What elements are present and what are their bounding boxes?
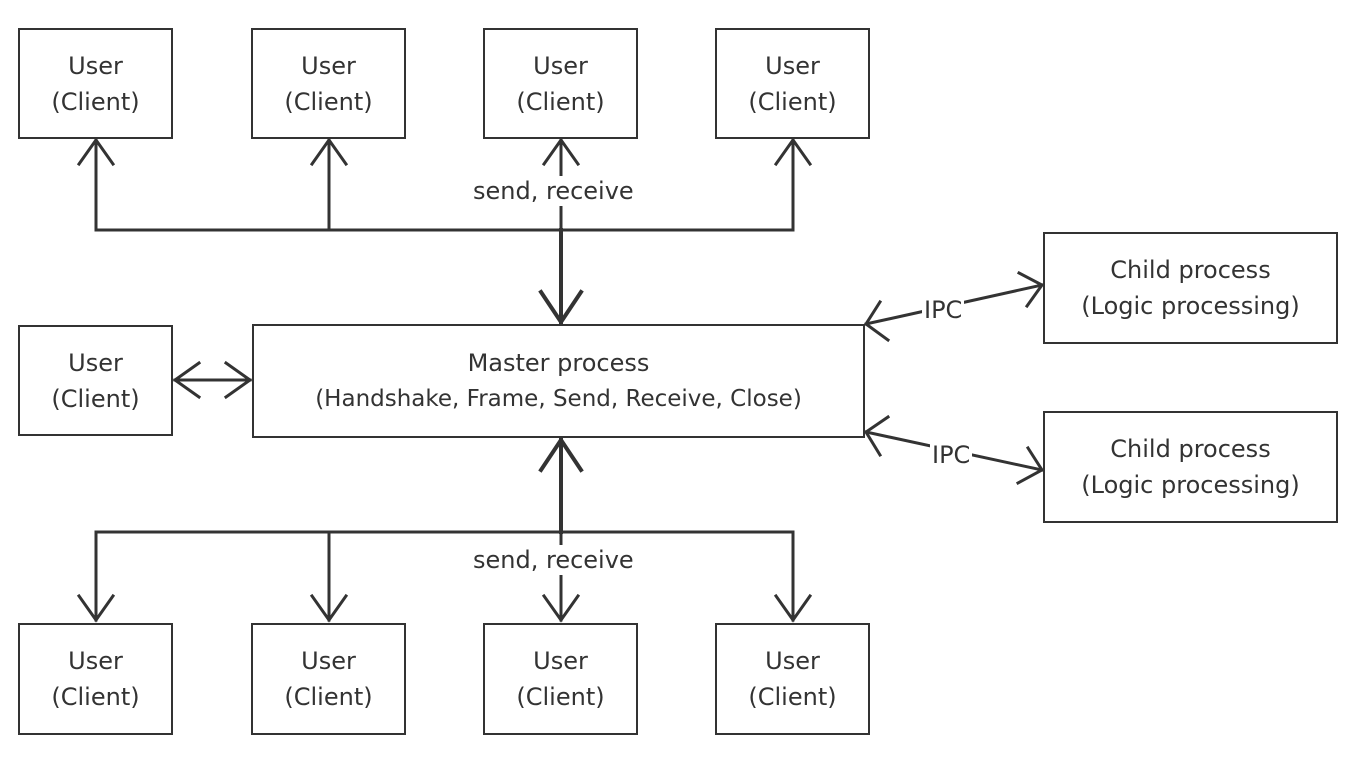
master-title: Master process	[467, 349, 650, 377]
client-subtitle: (Client)	[51, 87, 140, 116]
left-client-connector	[172, 360, 253, 400]
client-subtitle: (Client)	[748, 87, 837, 116]
client-title: User	[765, 647, 820, 675]
bottom-client-box-1[interactable]: User (Client)	[18, 623, 173, 735]
bottom-client-box-2[interactable]: User (Client)	[251, 623, 406, 735]
client-title: User	[301, 51, 356, 80]
client-subtitle: (Client)	[516, 87, 605, 116]
client-subtitle: (Client)	[748, 683, 837, 711]
bottom-client-box-3[interactable]: User (Client)	[483, 623, 638, 735]
child-subtitle: (Logic processing)	[1081, 292, 1300, 320]
master-subtitle: (Handshake, Frame, Send, Receive, Close)	[315, 386, 802, 412]
bottom-client-box-4[interactable]: User (Client)	[715, 623, 870, 735]
bottom-client-arrowheads	[76, 593, 813, 623]
client-subtitle: (Client)	[516, 683, 605, 711]
client-title: User	[301, 647, 356, 675]
ipc-label-2: IPC	[930, 440, 973, 470]
master-to-bottom-bus-arrow	[538, 436, 584, 534]
client-title: User	[765, 51, 820, 80]
bottom-bus-label: send, receive	[471, 545, 636, 575]
client-subtitle: (Client)	[284, 87, 373, 116]
top-bus-label: send, receive	[471, 176, 636, 206]
child-process-box-1[interactable]: Child process (Logic processing)	[1043, 232, 1338, 344]
child-title: Child process	[1110, 435, 1271, 463]
top-client-box-2[interactable]: User (Client)	[251, 28, 406, 139]
child-subtitle: (Logic processing)	[1081, 471, 1300, 499]
top-client-box-4[interactable]: User (Client)	[715, 28, 870, 139]
top-bus-to-master-arrow	[538, 228, 584, 326]
client-subtitle: (Client)	[284, 683, 373, 711]
top-client-box-1[interactable]: User (Client)	[18, 28, 173, 139]
master-process-box[interactable]: Master process (Handshake, Frame, Send, …	[252, 324, 865, 438]
client-title: User	[533, 647, 588, 675]
top-bus-connector	[94, 138, 795, 232]
bottom-bus-connector	[94, 530, 795, 622]
top-client-box-3[interactable]: User (Client)	[483, 28, 638, 139]
client-subtitle: (Client)	[51, 384, 140, 413]
child-title: Child process	[1110, 256, 1271, 284]
top-client-arrowheads	[76, 137, 813, 167]
client-title: User	[533, 51, 588, 80]
client-title: User	[68, 348, 123, 377]
child-process-box-2[interactable]: Child process (Logic processing)	[1043, 411, 1338, 523]
client-subtitle: (Client)	[51, 683, 140, 711]
ipc-label-1: IPC	[922, 295, 965, 325]
client-title: User	[68, 51, 123, 80]
left-client-box[interactable]: User (Client)	[18, 325, 173, 436]
client-title: User	[68, 647, 123, 675]
